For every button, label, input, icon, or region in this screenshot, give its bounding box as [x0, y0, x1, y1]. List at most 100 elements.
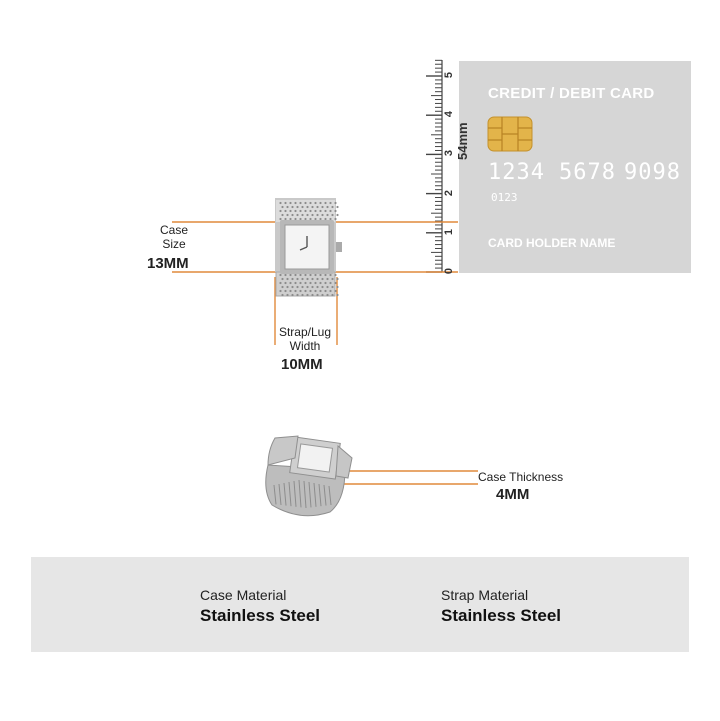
crystal-dot: [304, 281, 307, 285]
case-thickness-value: 4MM: [496, 486, 530, 503]
crystal-dot: [284, 289, 287, 293]
crystal-dot: [324, 201, 327, 205]
crystal-dot: [281, 205, 284, 209]
crystal-dot: [286, 285, 289, 289]
crystal-dot: [286, 205, 289, 209]
crystal-dot: [279, 201, 282, 205]
crystal-dot: [329, 281, 332, 285]
case-size-value: 13MM: [147, 255, 189, 272]
crystal-dot: [311, 277, 314, 281]
crystal-dot: [296, 293, 299, 297]
crystal-dot: [314, 209, 317, 213]
credit-card: [459, 61, 691, 273]
crystal-dot: [311, 285, 314, 289]
crystal-dot: [329, 217, 332, 221]
bracelet-link: [313, 482, 317, 507]
crystal-dot: [279, 273, 282, 277]
crystal-dot: [286, 293, 289, 297]
crystal-dot: [304, 273, 307, 277]
crystal-dot: [304, 289, 307, 293]
crystal-dot: [336, 293, 339, 297]
crystal-dot: [329, 289, 332, 293]
crystal-dot: [304, 201, 307, 205]
crystal-dot: [314, 217, 317, 221]
crystal-dot: [314, 201, 317, 205]
crystal-dot: [291, 293, 294, 297]
crystal-dot: [306, 293, 309, 297]
crystal-dot: [334, 289, 337, 293]
crystal-dot: [301, 293, 304, 297]
crystal-dot: [329, 201, 332, 205]
crystal-dot: [286, 213, 289, 217]
strap-material-value: Stainless Steel: [441, 606, 562, 625]
crystal-dot: [326, 213, 329, 217]
crystal-dot: [334, 209, 337, 213]
crystal-dot: [321, 213, 324, 217]
crystal-dot: [311, 213, 314, 217]
crystal-dot: [319, 217, 322, 221]
crystal-dot: [326, 205, 329, 209]
crystal-dot: [289, 201, 292, 205]
crystal-dot: [336, 285, 339, 289]
ruler-tick-label: 2: [443, 189, 456, 196]
crystal-dot: [319, 281, 322, 285]
crystal-dot: [324, 289, 327, 293]
crystal-dot: [334, 201, 337, 205]
crystal-dot: [291, 205, 294, 209]
crystal-dot: [324, 273, 327, 277]
bracelet-link: [288, 481, 292, 507]
crystal-dot: [304, 209, 307, 213]
crystal-dot: [309, 289, 312, 293]
case-material-title: Case Material: [200, 587, 287, 603]
crystal-dot: [281, 293, 284, 297]
crystal-dot: [319, 289, 322, 293]
case-thickness-label: Case Thickness: [478, 470, 564, 484]
card-small-number: 0123: [491, 191, 518, 204]
crystal-dot: [331, 293, 334, 297]
ruler-tick-label: 3: [443, 150, 456, 157]
crystal-dot: [331, 285, 334, 289]
crystal-dot: [324, 281, 327, 285]
crystal-dot: [296, 285, 299, 289]
bracelet-link: [328, 485, 332, 506]
crystal-dot: [284, 201, 287, 205]
crystal-dot: [329, 209, 332, 213]
strap-material-title: Strap Material: [441, 587, 529, 603]
crystal-dot: [309, 273, 312, 277]
crystal-dot: [296, 213, 299, 217]
crystal-dot: [334, 281, 337, 285]
crystal-dot: [316, 293, 319, 297]
bracelet-link: [318, 483, 322, 507]
case-size-label: Case Size: [159, 223, 188, 251]
crystal-dot: [336, 205, 339, 209]
crystal-dot: [321, 277, 324, 281]
crystal-dot: [319, 209, 322, 213]
crystal-dot: [314, 273, 317, 277]
crystal-dot: [289, 281, 292, 285]
crystal-dot: [279, 209, 282, 213]
bracelet-link: [303, 480, 307, 509]
crystal-dot: [334, 273, 337, 277]
ruler: [426, 59, 443, 273]
crystal-dot: [331, 205, 334, 209]
crystal-dot: [311, 293, 314, 297]
crystal-dot: [296, 277, 299, 281]
crystal-dot: [306, 277, 309, 281]
crystal-dot: [324, 209, 327, 213]
bracelet-link: [308, 481, 312, 508]
crystal-dot: [294, 273, 297, 277]
ruler-unit-label: 54mm: [455, 122, 470, 160]
crystal-dot: [321, 285, 324, 289]
ruler-tick-label: 4: [443, 111, 456, 118]
bracelet-link: [298, 479, 302, 508]
crystal-dot: [306, 285, 309, 289]
crystal-dot: [284, 273, 287, 277]
crystal-dot: [289, 217, 292, 221]
crystal-dot: [306, 213, 309, 217]
card-number-1: 1234: [488, 160, 545, 185]
strap-width-label: Strap/Lug Width: [278, 325, 332, 353]
crystal-dot: [289, 209, 292, 213]
crystal-dot: [301, 205, 304, 209]
